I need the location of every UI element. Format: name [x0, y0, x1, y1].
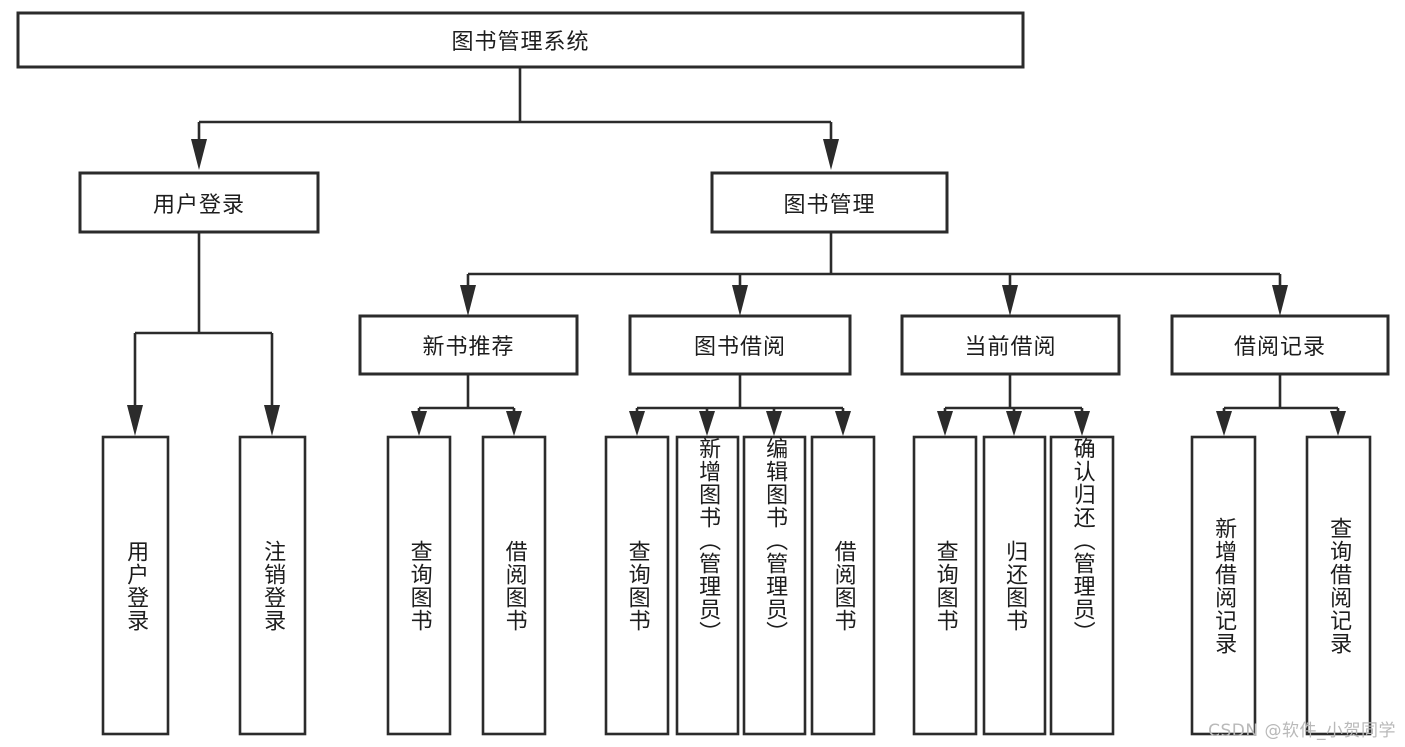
node-box-leaf-query-book-1[interactable] [386, 435, 452, 736]
connector-group-borrow-record [1216, 374, 1346, 436]
arrow-to-borrow-record [1272, 285, 1288, 316]
arrow-root-to-user-login [191, 139, 207, 170]
node-box-root[interactable] [16, 11, 1025, 69]
node-box-leaf-borrow-book-2[interactable] [810, 435, 876, 736]
node-box-leaf-add-book[interactable] [675, 435, 740, 736]
node-box-leaf-confirm-return[interactable] [1049, 435, 1115, 736]
arrow-to-leaf-add-book [699, 411, 715, 436]
arrow-to-leaf-query-book-2 [629, 411, 645, 436]
arrow-to-leaf-user-login [127, 405, 143, 436]
node-box-book-borrow[interactable] [628, 314, 852, 376]
connector-group-current-borrow [937, 374, 1090, 436]
node-box-leaf-user-login[interactable] [101, 435, 170, 736]
node-box-leaf-query-book-2[interactable] [604, 435, 670, 736]
node-box-leaf-add-record[interactable] [1190, 435, 1257, 736]
arrow-to-book-borrow [732, 285, 748, 316]
node-box-leaf-query-book-3[interactable] [912, 435, 978, 736]
arrow-to-leaf-logout [264, 405, 280, 436]
connector-group-root [191, 67, 839, 170]
arrow-to-leaf-edit-book [766, 411, 782, 436]
connector-group-user-login [127, 232, 280, 436]
node-box-leaf-edit-book[interactable] [742, 435, 807, 736]
connector-group-new-book-recommend [411, 374, 522, 436]
node-box-borrow-record[interactable] [1170, 314, 1390, 376]
arrow-to-new-book-recommend [460, 285, 476, 316]
node-box-leaf-query-record[interactable] [1305, 435, 1372, 736]
node-box-user-login[interactable] [78, 171, 320, 234]
arrow-to-leaf-return-book [1006, 411, 1022, 436]
node-box-new-book-recommend[interactable] [358, 314, 579, 376]
arrow-to-leaf-borrow-book-1 [506, 411, 522, 436]
arrow-to-leaf-add-record [1216, 411, 1232, 436]
arrow-to-leaf-query-record [1330, 411, 1346, 436]
connector-group-book-management [460, 232, 1288, 316]
node-box-leaf-return-book[interactable] [982, 435, 1047, 736]
arrow-to-current-borrow [1002, 285, 1018, 316]
arrow-root-to-book-management [823, 139, 839, 170]
arrow-to-leaf-confirm-return [1074, 411, 1090, 436]
arrow-to-leaf-query-book-1 [411, 411, 427, 436]
node-box-current-borrow[interactable] [900, 314, 1121, 376]
node-box-leaf-logout[interactable] [238, 435, 307, 736]
node-box-leaf-borrow-book-1[interactable] [481, 435, 547, 736]
node-box-book-management[interactable] [710, 171, 949, 234]
connector-group-book-borrow [629, 374, 851, 436]
arrow-to-leaf-query-book-3 [937, 411, 953, 436]
arrow-to-leaf-borrow-book-2 [835, 411, 851, 436]
